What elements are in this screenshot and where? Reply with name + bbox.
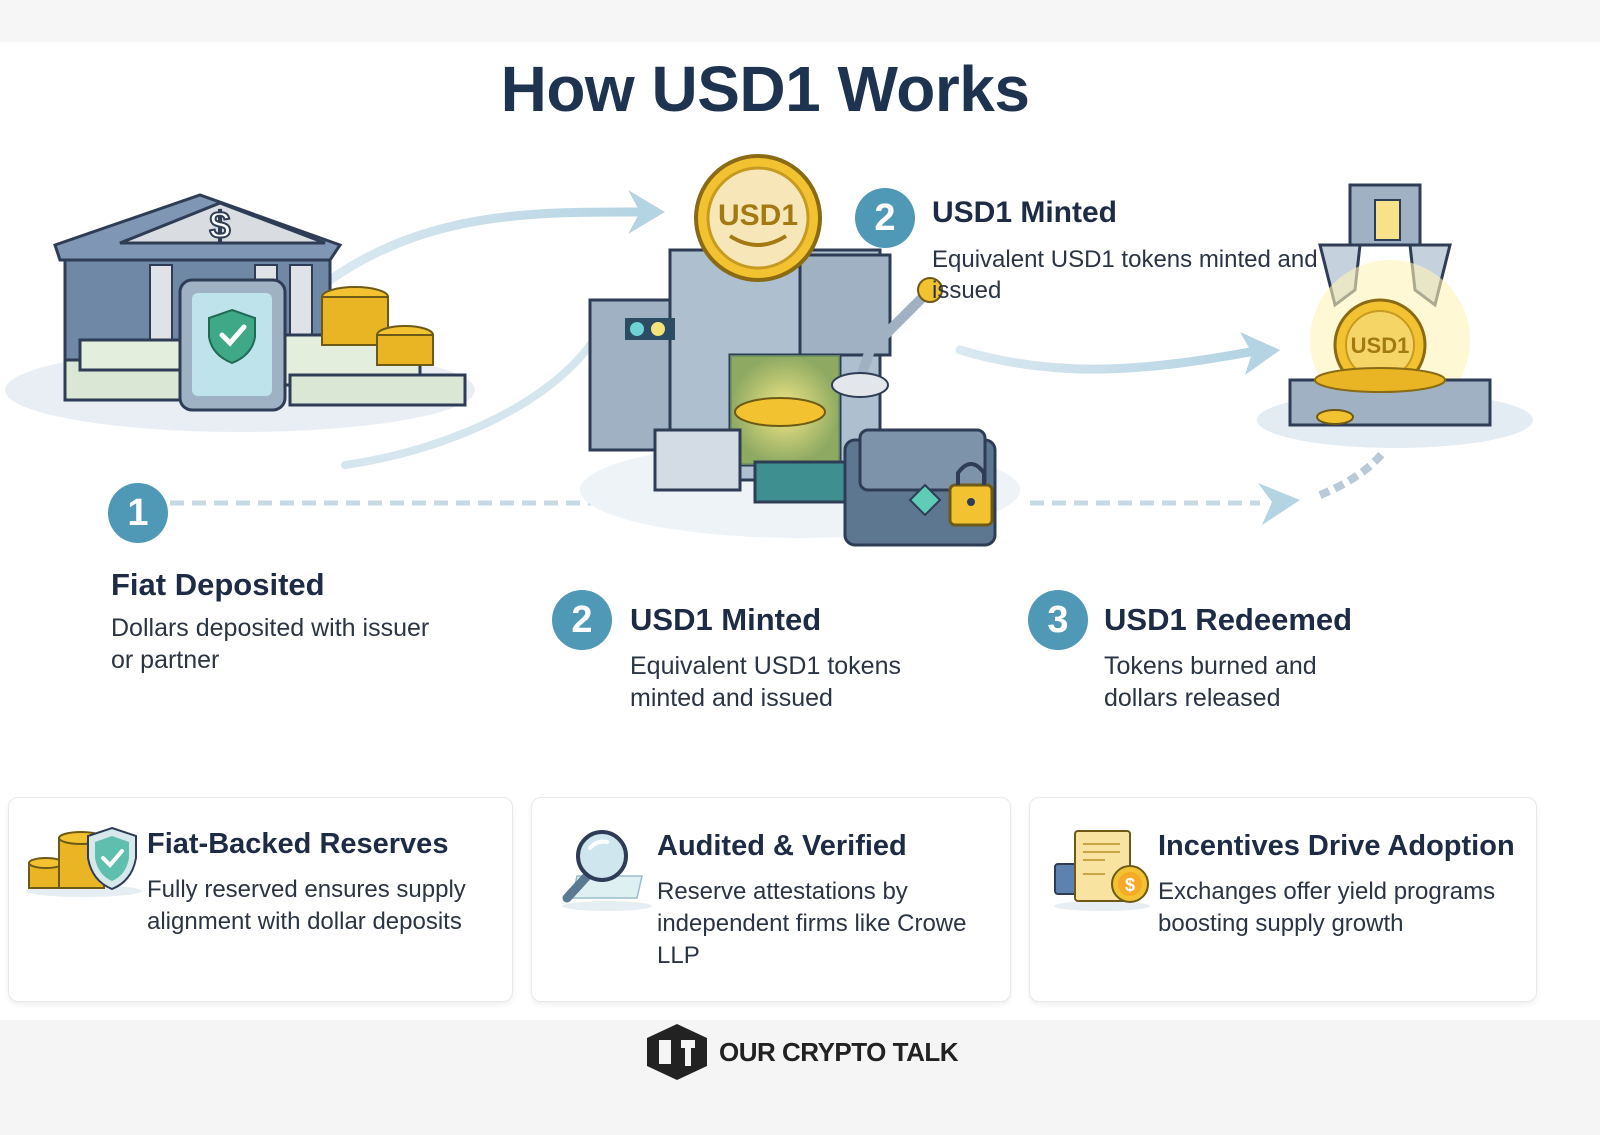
arrow-bank-to-mint [325,207,645,285]
step-title-2: USD1 Minted [630,602,822,637]
brand-logo[interactable]: OUR CRYPTO TALK [645,1022,959,1082]
step-title-3: USD1 Redeemed [1104,602,1353,637]
step-badge-2-top: 2 [855,188,915,248]
bank-illustration: $ [5,193,475,432]
step-description-2: Equivalent USD1 tokens minted and issued [630,652,901,712]
magnifier-icon [562,830,652,911]
arrow-lower-curve [341,326,604,469]
step-description-3: Tokens burned and dollars released [1104,652,1317,712]
step-badge-1: 1 [108,483,168,543]
feature-description: Exchanges offer yield programs boosting … [1158,878,1496,937]
arrow-head [1240,332,1280,375]
top-callout-description: Equivalent USD1 tokens minted and issued [932,246,1318,304]
top-bar [0,0,1600,42]
svg-text:USD1: USD1 [1351,333,1410,358]
footer [0,1020,1600,1135]
feature-description: Reserve attestations by independent firm… [657,878,967,969]
top-callout-title: USD1 Minted [932,196,1118,229]
arrow-head [628,190,665,234]
arrow-head [1258,483,1300,525]
document-coin-icon: $ [1054,830,1150,911]
minting-machine-illustration: USD1 [580,154,1020,547]
step-description-1: Dollars deposited with issuer or partner [111,614,430,674]
svg-text:$: $ [1125,875,1135,895]
feature-title: Audited & Verified [657,830,907,862]
dashed-curve [1318,447,1389,499]
feature-card-reserves: Fiat-Backed Reserves Fully reserved ensu… [8,797,513,1002]
brand-hexagon-icon [647,1024,707,1080]
step-badge-3: 3 [1028,590,1088,650]
arrow-mint-to-redeem [955,345,1255,374]
feature-title: Incentives Drive Adoption [1158,830,1515,862]
feature-description: Fully reserved ensures supply alignment … [147,876,466,935]
brand-name: OUR CRYPTO TALK [719,1036,959,1067]
svg-text:USD1: USD1 [718,199,798,232]
feature-card-incentives: $ Incentives Drive Adoption Exchanges of… [1029,797,1537,1002]
page-title: How USD1 Works [500,53,1030,125]
feature-title: Fiat-Backed Reserves [147,828,449,860]
coins-shield-icon [26,826,142,897]
redemption-illustration: USD1 [1257,183,1533,448]
shield-check-icon [208,308,256,365]
step-title-1: Fiat Deposited [111,567,325,602]
bank-dollar-icon: $ [209,205,230,247]
feature-card-audited: Audited & Verified Reserve attestations … [531,797,1011,1002]
step-badge-2: 2 [552,590,612,650]
